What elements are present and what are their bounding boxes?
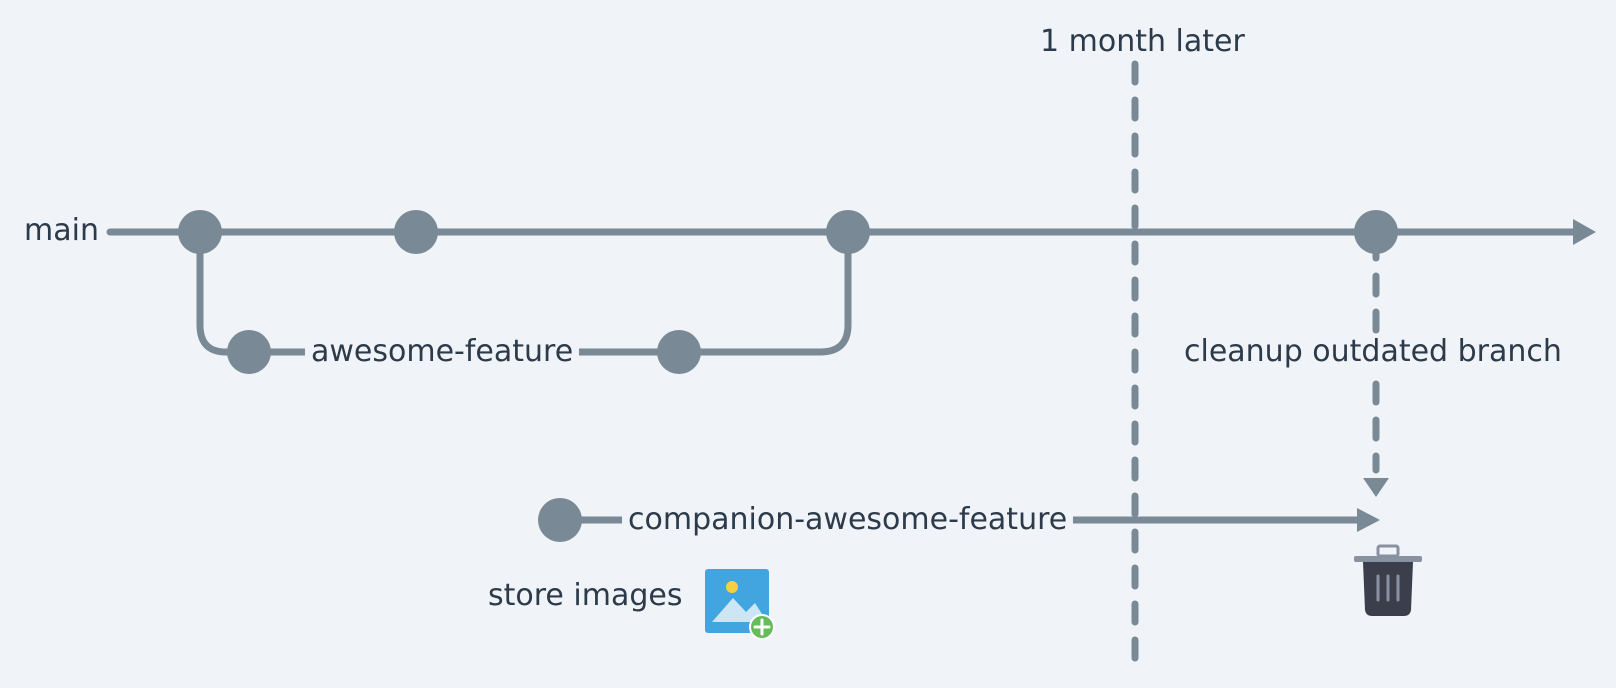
feature-branch-label: awesome-feature — [305, 334, 580, 370]
main-commit-1 — [178, 210, 222, 254]
companion-commit — [538, 498, 582, 542]
cleanup-label: cleanup outdated branch — [1180, 334, 1566, 370]
feature-branch-fork-line — [196, 228, 253, 356]
trash-icon — [1354, 544, 1422, 616]
feature-commit-1 — [227, 330, 271, 374]
main-branch-arrowhead — [1573, 219, 1596, 245]
main-branch-label: main — [24, 213, 99, 248]
main-commit-2 — [394, 210, 438, 254]
feature-branch-merge-line — [816, 228, 852, 356]
store-images-label: store images — [488, 578, 683, 613]
cleanup-arrowhead — [1363, 478, 1389, 497]
image-add-icon — [705, 569, 775, 640]
main-merge-commit — [826, 210, 870, 254]
companion-branch-label: companion-awesome-feature — [622, 502, 1074, 538]
feature-commit-2 — [657, 330, 701, 374]
time-marker-label: 1 month later — [1040, 24, 1245, 59]
main-commit-cleanup — [1354, 210, 1398, 254]
companion-branch-arrowhead — [1357, 508, 1380, 532]
